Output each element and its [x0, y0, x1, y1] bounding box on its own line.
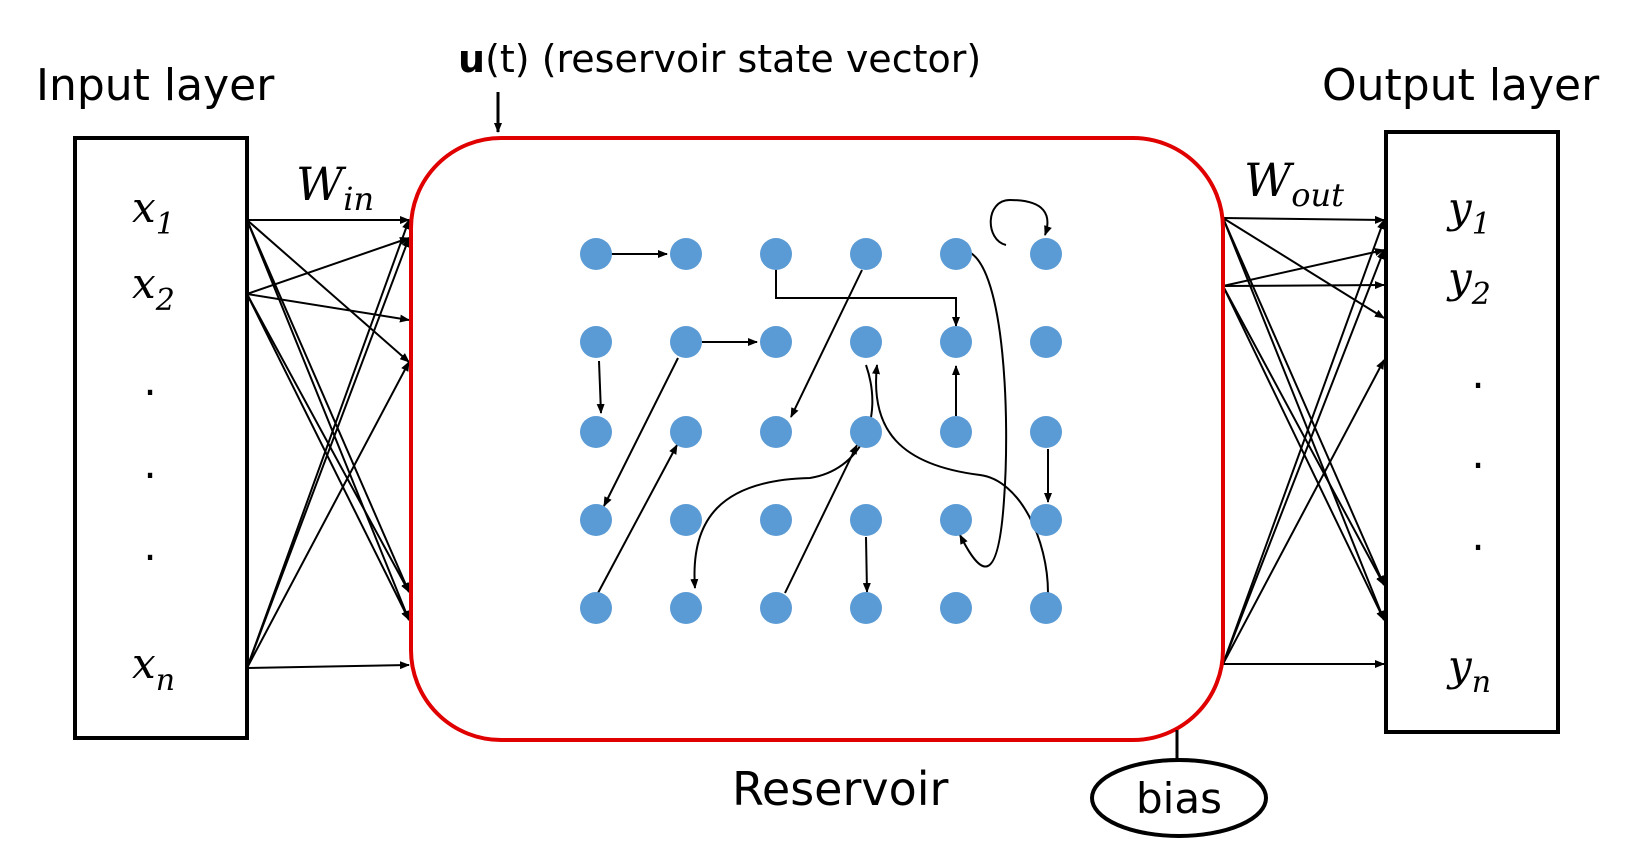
edge	[596, 360, 605, 414]
reservoir-node	[1030, 504, 1062, 536]
input-ellipsis-3: .	[143, 521, 156, 570]
reservoir-node	[580, 416, 612, 448]
reservoir-node	[670, 416, 702, 448]
input-ellipsis-2: .	[143, 439, 156, 488]
reservoir-node	[760, 238, 792, 270]
connection-edge	[246, 219, 410, 669]
output-y2: y2	[1446, 253, 1491, 312]
reservoir-node	[670, 504, 702, 536]
reservoir-node	[850, 592, 882, 624]
edge	[790, 269, 863, 418]
w-in-label: Win	[296, 157, 374, 218]
output-ellipsis-3: .	[1471, 511, 1484, 560]
reservoir-node	[670, 592, 702, 624]
output-layer-title: Output layer	[1322, 60, 1600, 111]
input-layer-title: Input layer	[36, 60, 275, 111]
reservoir-node	[760, 326, 792, 358]
reservoir-node	[580, 504, 612, 536]
edge	[784, 444, 858, 594]
connection-edge	[1222, 285, 1385, 621]
input-connections	[246, 216, 410, 670]
input-x2: x2	[132, 259, 175, 318]
reservoir-node	[760, 416, 792, 448]
reservoir-node	[670, 326, 702, 358]
reservoir-node	[850, 326, 882, 358]
output-ellipsis-2: .	[1471, 429, 1484, 478]
connection-edge	[1222, 219, 1385, 665]
connection-edge	[1222, 359, 1385, 665]
reservoir-node	[580, 326, 612, 358]
input-xn: xn	[132, 639, 175, 698]
reservoir-node	[850, 238, 882, 270]
connection-edge	[246, 661, 410, 670]
reservoir-node	[1030, 238, 1062, 270]
reservoir-edges	[596, 198, 1052, 594]
connection-edge	[1222, 249, 1385, 665]
reservoir-node	[850, 504, 882, 536]
reservoir-node	[1030, 592, 1062, 624]
edge	[603, 357, 679, 507]
reservoir-box	[409, 136, 1225, 742]
connection-edge	[246, 293, 410, 621]
reservoir-node	[1030, 326, 1062, 358]
self-loop-edge	[989, 198, 1052, 246]
input-ellipsis-1: .	[143, 356, 156, 405]
connection-edge	[246, 361, 410, 669]
bias-ellipse	[1090, 758, 1268, 838]
reservoir-node	[670, 238, 702, 270]
connection-edge	[246, 237, 410, 669]
reservoir-node	[940, 326, 972, 358]
reservoir-node	[760, 592, 792, 624]
connection-edge	[246, 219, 410, 363]
connection-edge	[1222, 215, 1385, 224]
output-yn: yn	[1446, 641, 1491, 700]
connection-edge	[1222, 248, 1385, 287]
edge	[775, 268, 960, 327]
output-connections	[1222, 215, 1385, 668]
connection-edge	[246, 219, 410, 621]
reservoir-node	[940, 416, 972, 448]
connection-edge	[1222, 285, 1385, 586]
connection-edge	[1222, 281, 1385, 290]
reservoir-node	[940, 592, 972, 624]
reservoir-node	[580, 238, 612, 270]
reservoir-node	[850, 416, 882, 448]
connection-edge	[246, 237, 410, 295]
edge	[597, 444, 678, 594]
connection-edge	[246, 293, 410, 323]
reservoir-node	[760, 504, 792, 536]
reservoir-node	[1030, 416, 1062, 448]
reservoir-label: Reservoir	[732, 762, 949, 816]
bias-label: bias	[1136, 774, 1222, 823]
input-x1: x1	[132, 183, 175, 242]
output-layer-box	[1384, 130, 1560, 734]
output-y1: y1	[1446, 183, 1491, 242]
connection-edge	[1222, 217, 1385, 621]
reservoir-node	[940, 238, 972, 270]
reservoir-node	[580, 592, 612, 624]
w-out-label: Wout	[1244, 153, 1344, 214]
connection-edge	[246, 219, 410, 593]
connection-edge	[1222, 217, 1385, 586]
reservoir-node	[940, 504, 972, 536]
edge	[872, 364, 1049, 594]
reservoir-nodes	[580, 238, 1062, 624]
output-ellipsis-1: .	[1471, 349, 1484, 398]
state-vector-label: u(t) (reservoir state vector)	[458, 37, 981, 81]
edge	[862, 536, 871, 593]
input-layer-box	[73, 136, 249, 740]
